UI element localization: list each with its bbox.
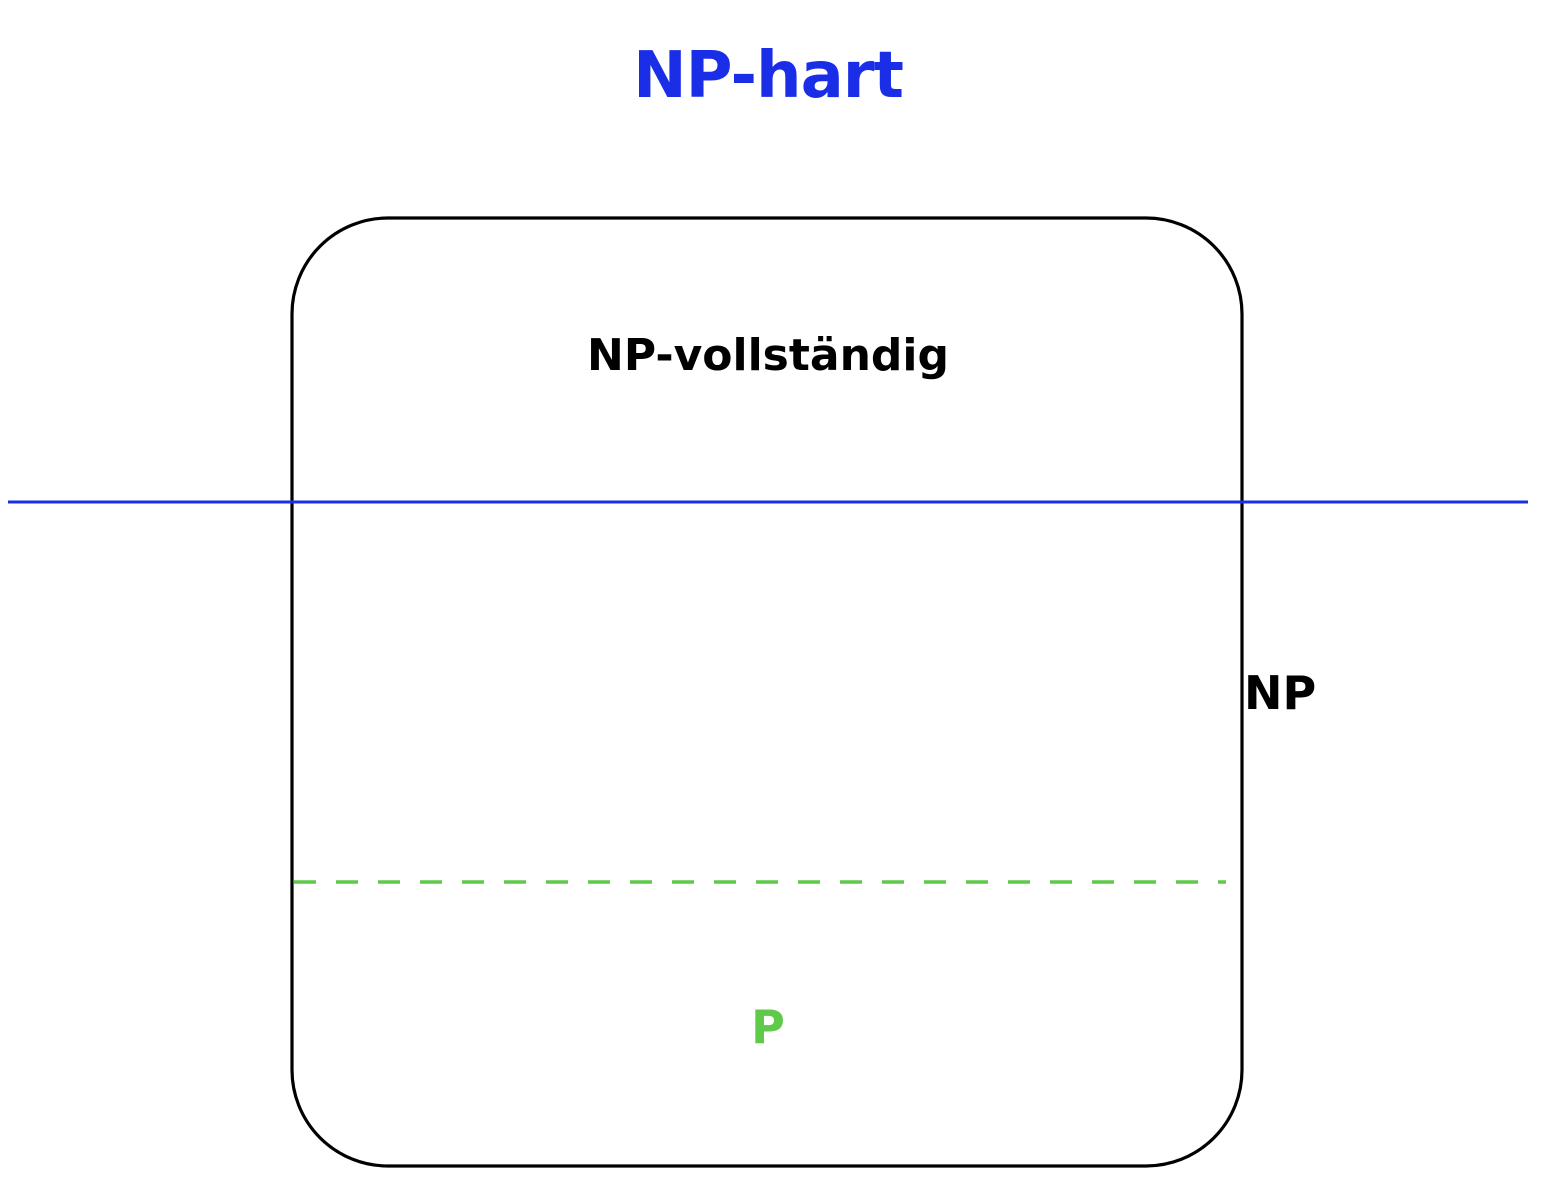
np-class-boundary xyxy=(290,216,1244,1168)
p-label: P xyxy=(751,1000,785,1054)
np-hard-label: NP-hart xyxy=(633,39,904,113)
np-complete-label: NP-vollständig xyxy=(587,330,949,381)
np-label: NP xyxy=(1244,666,1317,720)
